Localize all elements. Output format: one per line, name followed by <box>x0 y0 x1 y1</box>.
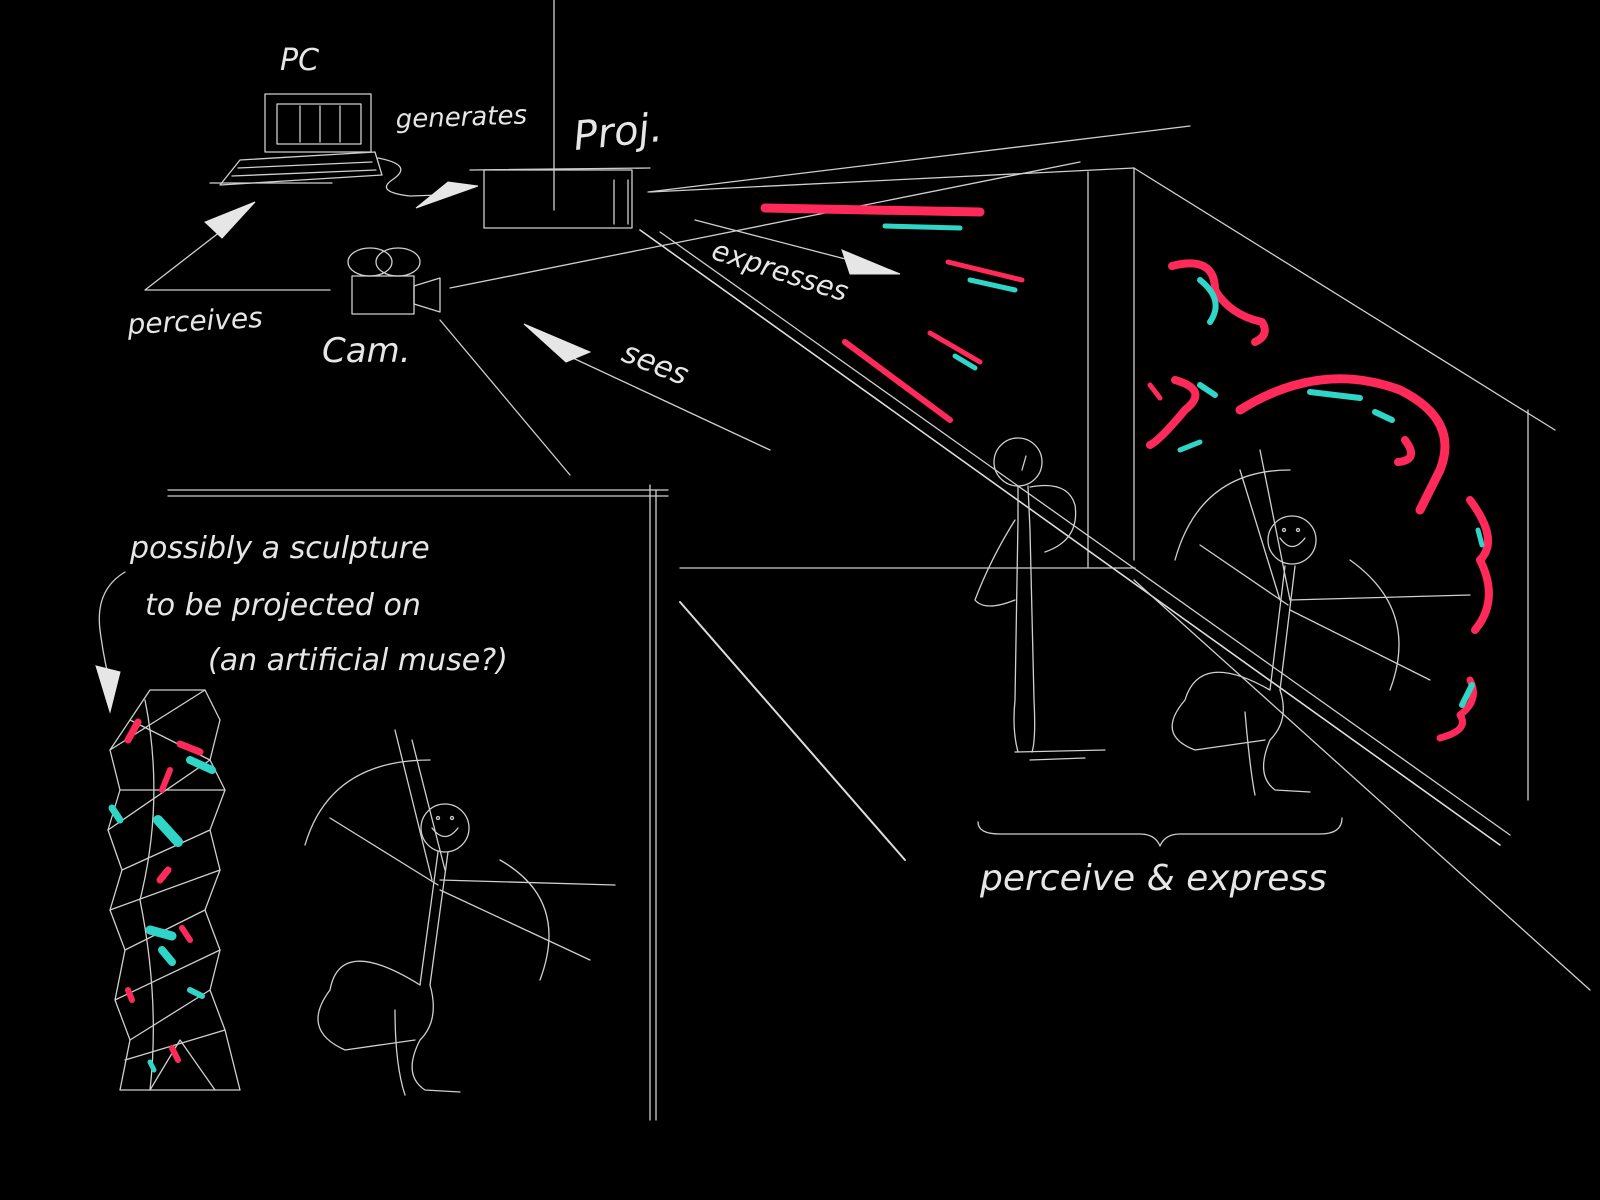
dancing-person-figure-left <box>304 729 616 1096</box>
projection-beam-strokes <box>760 203 1025 423</box>
arrowhead-perceives <box>204 201 256 239</box>
arrowhead-expresses <box>841 249 901 275</box>
wall-ceiling-edge <box>649 167 1135 193</box>
arrowhead-note <box>95 665 121 714</box>
note-line-2: to be projected on <box>145 588 421 623</box>
note-line-3: (an artificial muse?) <box>208 643 508 678</box>
wall-floor-edge-2 <box>659 231 1511 836</box>
floor-diagonal-line <box>679 601 906 861</box>
label-expresses: expresses <box>708 233 853 308</box>
sees-arrow <box>523 323 771 451</box>
label-proj: Proj. <box>571 105 664 160</box>
wall-floor-edge <box>639 229 1501 846</box>
projector-icon <box>469 167 651 229</box>
cam-floor-line <box>439 319 571 476</box>
generates-arrow <box>377 157 479 209</box>
standing-person-figure <box>974 437 1106 761</box>
camera-icon <box>347 247 441 315</box>
note-line-1: possibly a sculpture <box>129 531 430 566</box>
dancing-person-figure-right <box>1171 449 1471 796</box>
expresses-arrow <box>694 219 901 275</box>
projector-beam-top <box>647 125 1191 193</box>
perceive-express-brace <box>977 817 1343 847</box>
sculpture-figure <box>107 689 241 1091</box>
arrowhead-generates <box>415 181 479 209</box>
label-perceives: perceives <box>126 301 264 341</box>
pc-computer-icon <box>209 93 383 186</box>
label-pc: PC <box>280 43 319 78</box>
label-perceive-express: perceive & express <box>979 858 1327 899</box>
wall-top-edge <box>1133 167 1556 431</box>
room-structure <box>167 0 1591 1121</box>
perceives-arrow <box>144 201 331 291</box>
wall-bottom-diagonal <box>1133 579 1591 991</box>
arrowhead-sees <box>523 323 592 363</box>
label-cam: Cam. <box>322 331 411 371</box>
wall-projection-strokes <box>1146 259 1493 742</box>
camera-sightline <box>449 161 1081 289</box>
label-generates: generates <box>395 100 527 135</box>
note-arrow <box>95 571 126 714</box>
